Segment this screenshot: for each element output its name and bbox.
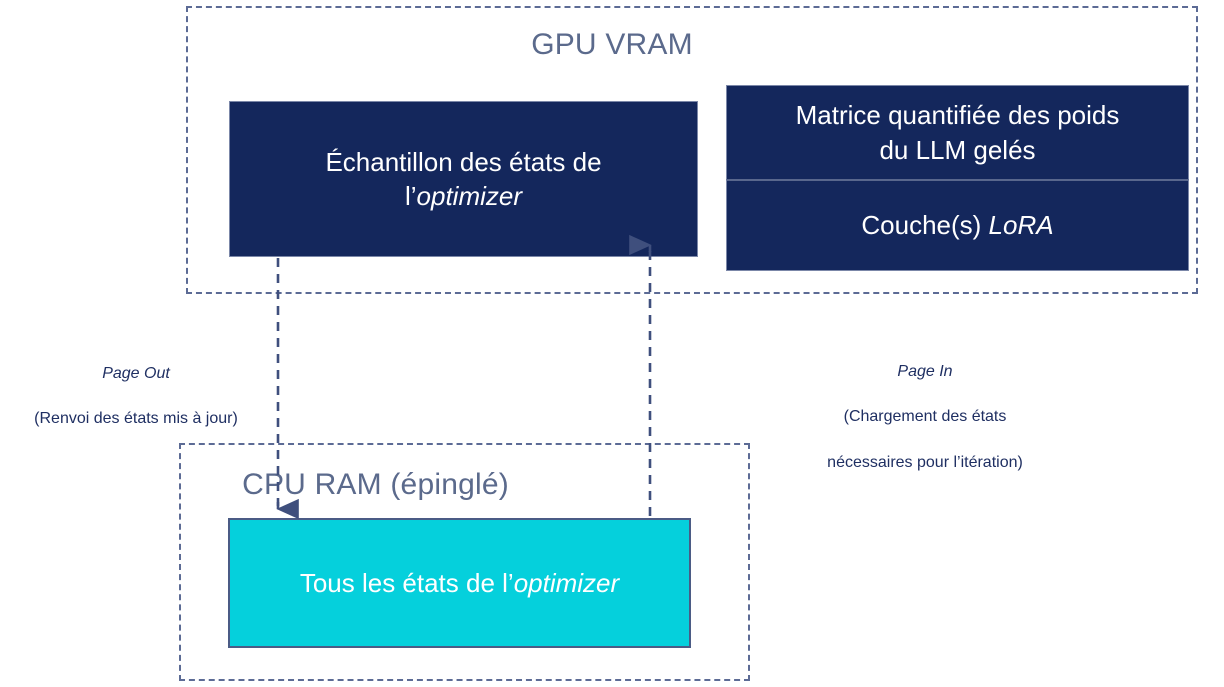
page-out-subtitle: (Renvoi des états mis à jour) [34,410,238,428]
page-out-label: Page Out (Renvoi des états mis à jour) [0,340,272,454]
optimizer-sample-box: Échantillon des états de l’optimizer [229,101,698,257]
lora-layers-text: Couche(s) LoRA [847,208,1067,242]
optimizer-sample-line2-prefix: l’ [404,181,417,211]
all-optimizer-states-box: Tous les états de l’optimizer [228,518,691,648]
page-in-title: Page In [897,362,953,380]
optimizer-sample-line1: Échantillon des états de [325,146,602,177]
lora-layers-box: Couche(s) LoRA [726,179,1189,271]
lora-layers-prefix: Couche(s) [861,210,989,241]
optimizer-sample-line2-italic: optimizer [416,181,523,211]
lora-layers-italic: LoRA [988,210,1054,241]
quantized-weights-text: Matrice quantifiée des poids du LLM gelé… [782,98,1134,167]
page-in-subtitle-line1: (Chargement des états [843,408,1007,426]
quantized-weights-box: Matrice quantifiée des poids du LLM gelé… [726,85,1189,179]
page-in-label: Page In (Chargement des états nécessaire… [660,338,1190,497]
gpu-vram-title: GPU VRAM [531,28,693,61]
quantized-weights-line1: Matrice quantifiée des poids [795,100,1120,131]
page-in-subtitle-line2: nécessaires pour l’itération) [827,453,1023,471]
all-optimizer-states-italic: optimizer [513,567,620,598]
quantized-weights-line2: du LLM gelés [879,134,1036,165]
all-optimizer-states-prefix: Tous les états de l’ [299,567,514,598]
gpu-vram-region [186,6,1198,294]
optimizer-sample-text: Échantillon des états de l’optimizer [311,145,615,214]
cpu-ram-region [179,443,750,681]
page-out-title: Page Out [102,364,170,382]
cpu-ram-title: CPU RAM (épinglé) [242,468,509,501]
all-optimizer-states-text: Tous les états de l’optimizer [286,566,633,600]
